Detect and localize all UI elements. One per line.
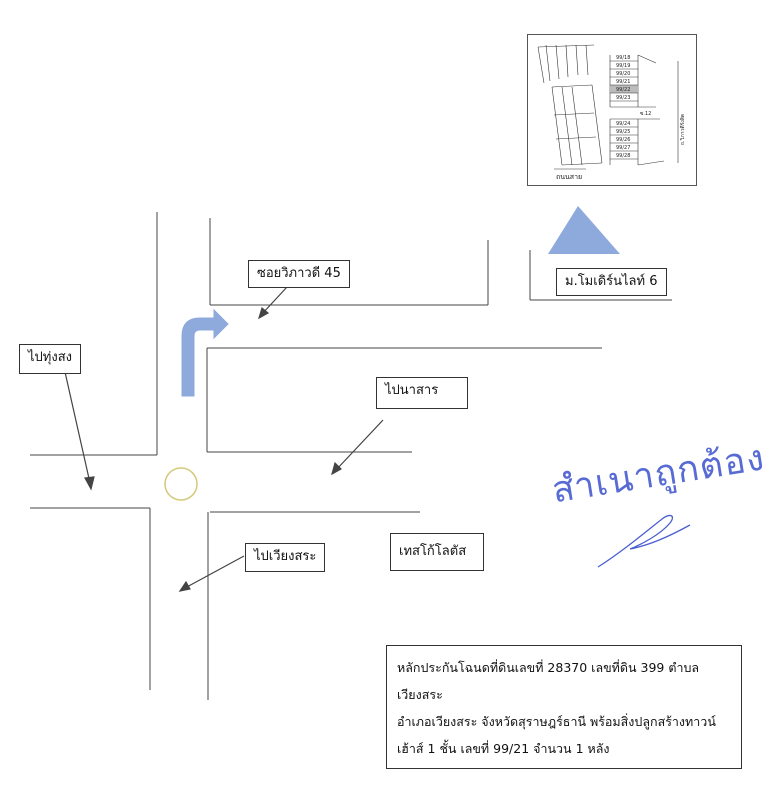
- inset-road-label-bottom: ถนนสาย: [556, 173, 582, 181]
- plot-number: 99/25: [616, 129, 630, 135]
- signature: [597, 514, 691, 568]
- plan-line: [575, 44, 579, 76]
- location-triangle: [548, 206, 620, 254]
- highlighted-plot: [610, 85, 638, 93]
- plot-number: 99/18: [616, 55, 630, 61]
- label-tesco-lotus: เทสโก้โลตัส: [390, 533, 484, 571]
- roundabout: [164, 467, 198, 501]
- arrow-head: [84, 476, 95, 491]
- plan-line: [551, 86, 563, 166]
- plot-number: 99/26: [616, 137, 630, 143]
- plot-number: 99/19: [616, 63, 630, 69]
- plan-line: [561, 86, 573, 166]
- plan-line: [553, 112, 595, 116]
- collateral-line-1: หลักประกันโฉนดที่ดินเลขที่ 28370 เลขที่ด…: [397, 660, 700, 702]
- arrow-head: [331, 461, 342, 476]
- label-soi-wiphawadi: ซอยวิภาวดี 45: [248, 260, 350, 288]
- label-to-wiang-sa: ไปเวียงสระ: [245, 543, 326, 572]
- plan-line: [555, 136, 597, 140]
- signature-stroke: [597, 514, 691, 568]
- plan-line: [571, 86, 583, 166]
- plot-number: 99/24: [616, 121, 630, 127]
- plot-number: 99/27: [616, 145, 630, 151]
- road-lines: [30, 212, 672, 700]
- plot-plan-inset: 99/18 99/19 99/20 99/21 99/22 99/23 99/2…: [527, 34, 697, 186]
- plot-plan-drawing: 99/18 99/19 99/20 99/21 99/22 99/23 99/2…: [537, 44, 686, 181]
- pointer-arrow: [64, 371, 91, 484]
- plan-line: [545, 44, 551, 82]
- plan-line: [555, 44, 560, 80]
- plot-number: 99/28: [616, 153, 630, 159]
- turn-right-arrow: [181, 308, 229, 397]
- pointer-arrow: [335, 419, 384, 471]
- arrow-head: [258, 306, 270, 320]
- plan-line: [637, 160, 665, 166]
- plot-number: 99/23: [616, 95, 630, 101]
- pointer-arrow: [184, 555, 245, 589]
- label-village-modern-light: ม.โมเดิร์นไลท์ 6: [556, 268, 667, 296]
- pointer-arrow: [261, 286, 288, 315]
- plot-number: 99/21: [616, 79, 630, 85]
- inset-lane-label: ซ.12: [640, 111, 651, 117]
- plan-line: [591, 84, 603, 164]
- label-to-na-san: ไปนาสาร: [376, 377, 468, 409]
- plan-line: [637, 54, 657, 64]
- plan-line: [585, 44, 589, 76]
- plan-line: [565, 44, 569, 78]
- pointer-arrows: [64, 286, 384, 592]
- collateral-line-2: อำเภอเวียงสระ จังหวัดสุราษฎร์ธานี พร้อมส…: [397, 714, 716, 729]
- plot-number: 99/20: [616, 71, 630, 77]
- label-to-thung-song: ไปทุ่งสง: [19, 344, 81, 374]
- collateral-line-3: เฮ้าส์ 1 ชั้น เลขที่ 99/21 จำนวน 1 หลัง: [397, 741, 610, 756]
- collateral-description-box: หลักประกันโฉนดที่ดินเลขที่ 28370 เลขที่ด…: [386, 645, 742, 769]
- inset-road-label-side: ถ.วิภาวดีรังสิต: [679, 114, 686, 145]
- arrow-head: [178, 580, 191, 592]
- plan-line: [551, 84, 593, 88]
- plan-line: [537, 46, 545, 84]
- plot-number: 99/22: [616, 87, 630, 93]
- plan-line: [561, 162, 603, 166]
